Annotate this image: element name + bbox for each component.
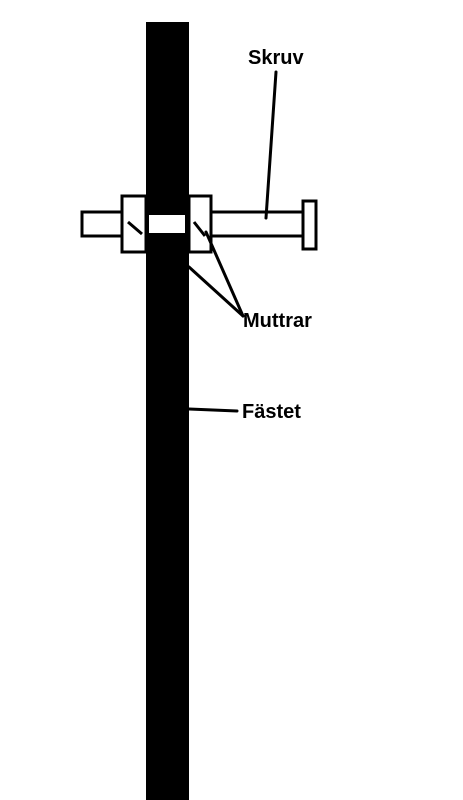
- nuts: [120, 194, 213, 254]
- nut-right-mark: [192, 221, 207, 237]
- screw-shaft-left: [80, 210, 126, 238]
- mount-leader-line: [187, 407, 239, 413]
- nuts-leader-line-right: [204, 230, 245, 318]
- screw-leader-line: [264, 70, 278, 220]
- screw: [80, 199, 318, 251]
- mount-post: [146, 22, 189, 800]
- screw-shaft-right: [207, 210, 305, 238]
- screw-label: Skruv: [248, 47, 304, 69]
- nut-right: [187, 194, 213, 254]
- screw-shaft-through-mount: [147, 213, 187, 235]
- nut-left-mark: [127, 220, 143, 236]
- screw-head: [301, 199, 318, 251]
- nut-left: [120, 194, 148, 254]
- nuts-label: Muttrar: [243, 310, 312, 332]
- mount-label: Fästet: [242, 401, 301, 423]
- nuts-leader-line-left: [187, 265, 245, 318]
